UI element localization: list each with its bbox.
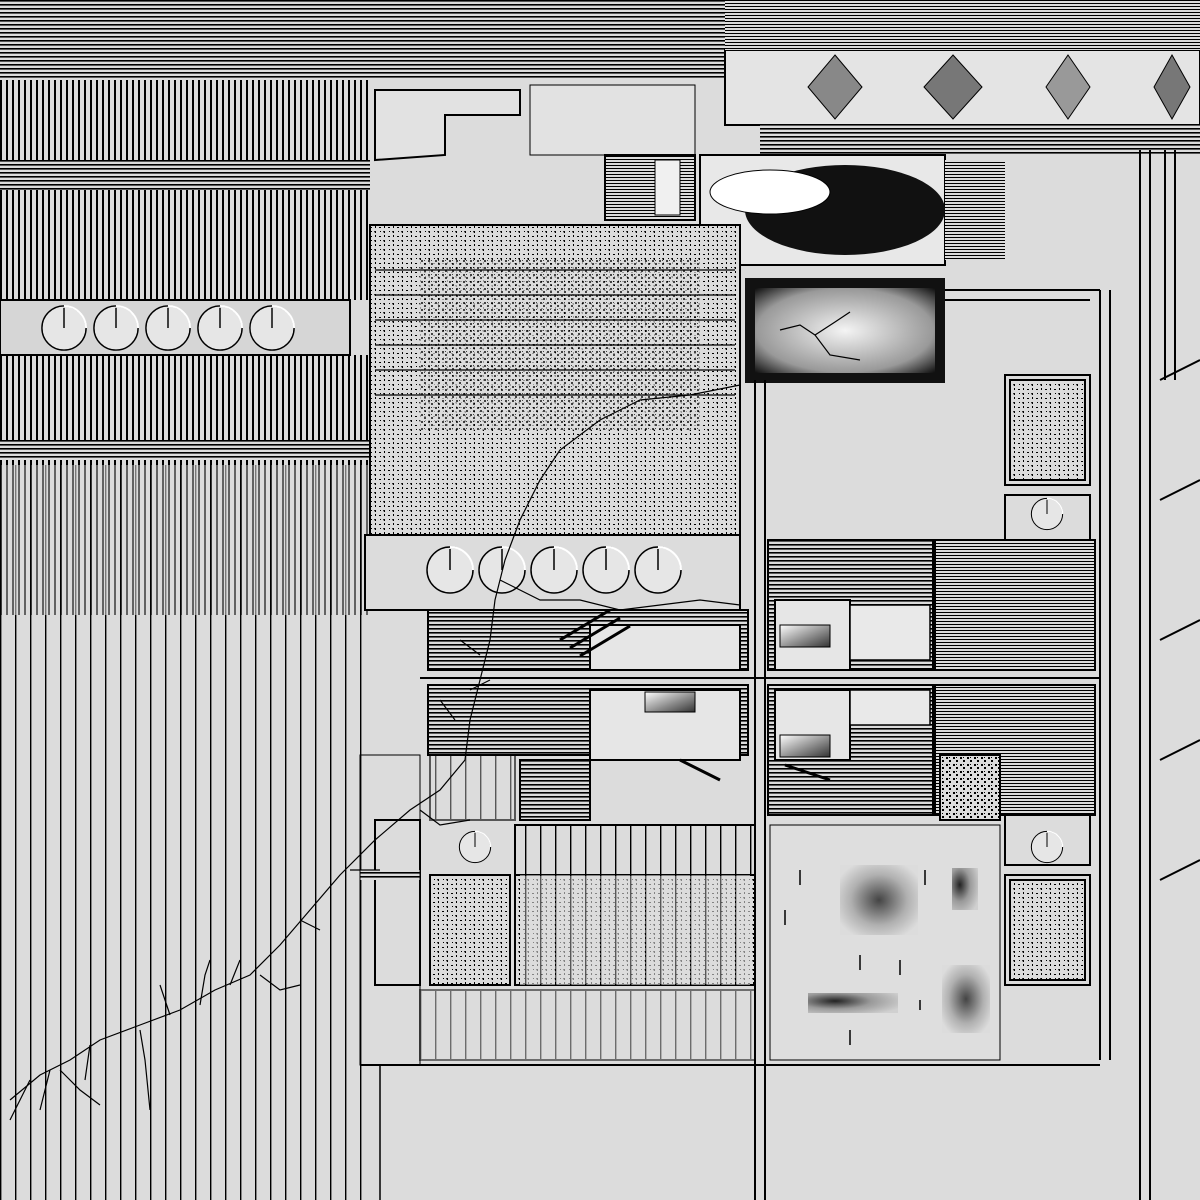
diagonal-hatch bbox=[559, 608, 831, 782]
dial-icon bbox=[1030, 830, 1064, 864]
diamond-strip bbox=[724, 0, 1200, 155]
dial-band-center bbox=[364, 534, 741, 611]
dial-icon bbox=[426, 546, 474, 594]
dial-icon bbox=[248, 304, 296, 352]
ellipse-panel bbox=[699, 154, 1005, 266]
blob-field bbox=[769, 824, 1001, 1061]
outline-frame bbox=[359, 754, 421, 1066]
dial-icon bbox=[1030, 497, 1064, 531]
dial-icon bbox=[196, 304, 244, 352]
top-stripe-block bbox=[0, 0, 760, 465]
dotted-texture-panel bbox=[369, 224, 741, 536]
dial-icon bbox=[458, 830, 492, 864]
dial-icon bbox=[40, 304, 88, 352]
dial-icon bbox=[92, 304, 140, 352]
dial-icon bbox=[144, 304, 192, 352]
crack-lines bbox=[9, 384, 741, 1121]
dial-icon bbox=[530, 546, 578, 594]
gradient-frame bbox=[745, 278, 945, 383]
dial-icon bbox=[634, 546, 682, 594]
dial-icon bbox=[582, 546, 630, 594]
dial-band-left bbox=[0, 299, 351, 356]
central-machinery bbox=[420, 380, 1100, 1200]
lower-stripe-area bbox=[360, 754, 1100, 1200]
stepped-block bbox=[374, 84, 696, 221]
